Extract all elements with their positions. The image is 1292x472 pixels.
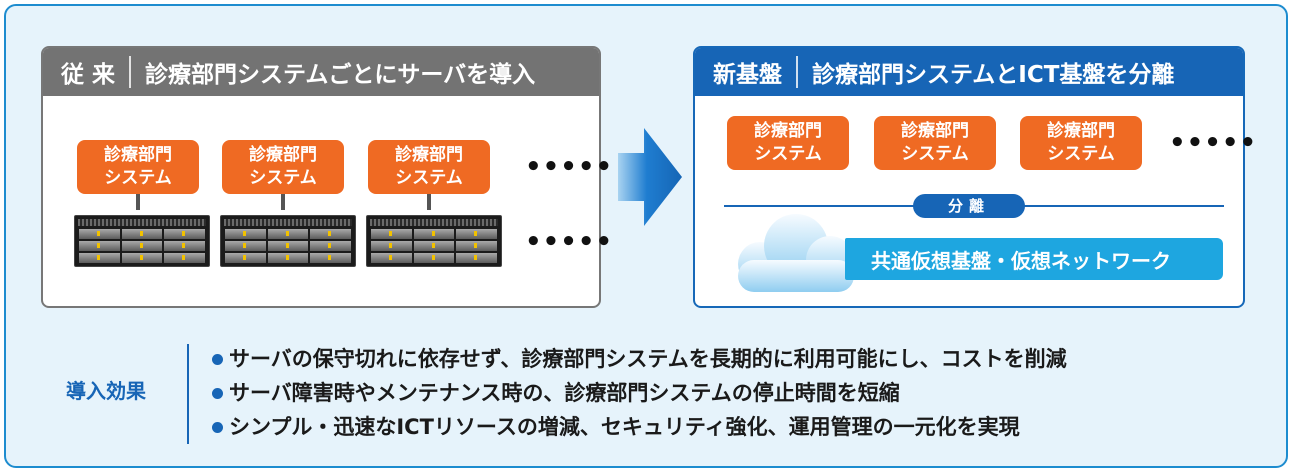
connector-line bbox=[136, 194, 140, 210]
system-label-line2: システム bbox=[901, 144, 969, 164]
new-platform-description: 診療部門システムとICT基盤を分離 bbox=[812, 62, 1175, 88]
new-system-box: 診療部門 システム bbox=[727, 116, 849, 170]
system-label-line1: 診療部門 bbox=[1047, 121, 1115, 141]
system-label-line1: 診療部門 bbox=[754, 121, 822, 141]
effect-text: シンプル・迅速なICTリソースの増減、セキュリティ強化、運用管理の一元化を実現 bbox=[229, 415, 1020, 439]
bullet-icon bbox=[212, 387, 223, 399]
new-system-box: 診療部門 システム bbox=[874, 116, 996, 170]
effects-label: 導入効果 bbox=[66, 379, 146, 403]
server-icon bbox=[220, 215, 356, 267]
server-icon bbox=[74, 215, 210, 267]
header-divider bbox=[129, 56, 132, 88]
list-item: シンプル・迅速なICTリソースの増減、セキュリティ強化、運用管理の一元化を実現 bbox=[212, 410, 1067, 444]
connector-line bbox=[427, 194, 431, 210]
header-divider bbox=[796, 56, 798, 88]
system-label-line1: 診療部門 bbox=[901, 121, 969, 141]
legacy-header: 従 来 診療部門システムごとにサーバを導入 bbox=[43, 48, 599, 96]
new-system-box: 診療部門 システム bbox=[1020, 116, 1142, 170]
server-icon bbox=[366, 215, 502, 267]
cloud-icon bbox=[738, 214, 854, 292]
legacy-server-ellipsis: ••••• bbox=[525, 227, 614, 257]
separation-label: 分離 bbox=[913, 194, 1025, 218]
effects-divider bbox=[187, 344, 189, 444]
new-platform-kicker: 新基盤 bbox=[713, 62, 782, 88]
legacy-system-box: 診療部門 システム bbox=[77, 140, 199, 194]
system-label-line1: 診療部門 bbox=[104, 145, 172, 165]
system-label-line2: システム bbox=[754, 144, 822, 164]
effect-text: サーバの保守切れに依存せず、診療部門システムを長期的に利用可能にし、コストを削減 bbox=[229, 347, 1067, 371]
bullet-icon bbox=[212, 421, 223, 433]
legacy-system-ellipsis: ••••• bbox=[525, 152, 614, 182]
bullet-icon bbox=[212, 353, 223, 365]
infrastructure-label: 共通仮想基盤・仮想ネットワーク bbox=[871, 248, 1171, 273]
legacy-kicker: 従 来 bbox=[61, 62, 116, 88]
legacy-description: 診療部門システムごとにサーバを導入 bbox=[145, 62, 536, 88]
list-item: サーバの保守切れに依存せず、診療部門システムを長期的に利用可能にし、コストを削減 bbox=[212, 342, 1067, 376]
new-system-ellipsis: ••••• bbox=[1169, 128, 1258, 158]
effects-list: サーバの保守切れに依存せず、診療部門システムを長期的に利用可能にし、コストを削減… bbox=[212, 342, 1067, 444]
arrow-right-icon bbox=[618, 128, 682, 226]
system-label-line2: システム bbox=[395, 168, 463, 188]
legacy-system-box: 診療部門 システム bbox=[368, 140, 490, 194]
infrastructure-bar: 共通仮想基盤・仮想ネットワーク bbox=[845, 238, 1223, 280]
list-item: サーバ障害時やメンテナンス時の、診療部門システムの停止時間を短縮 bbox=[212, 376, 1067, 410]
system-label-line2: システム bbox=[104, 168, 172, 188]
legacy-system-box: 診療部門 システム bbox=[222, 140, 344, 194]
connector-line bbox=[281, 194, 285, 210]
system-label-line1: 診療部門 bbox=[249, 145, 317, 165]
system-label-line1: 診療部門 bbox=[395, 145, 463, 165]
effect-text: サーバ障害時やメンテナンス時の、診療部門システムの停止時間を短縮 bbox=[229, 381, 900, 405]
system-label-line2: システム bbox=[1047, 144, 1115, 164]
system-label-line2: システム bbox=[249, 168, 317, 188]
new-platform-header: 新基盤 診療部門システムとICT基盤を分離 bbox=[695, 48, 1243, 96]
